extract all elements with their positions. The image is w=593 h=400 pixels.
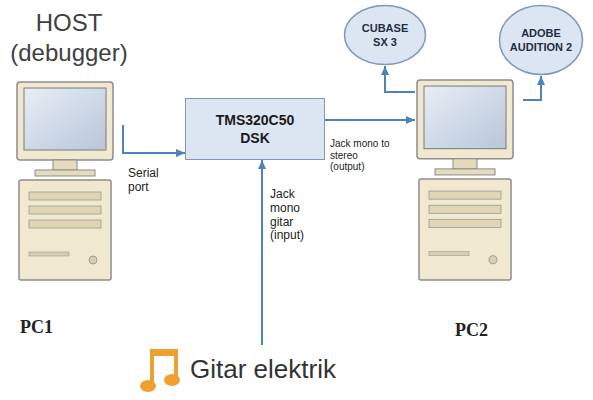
ellipse-outline xyxy=(498,4,584,76)
computer-illustration xyxy=(15,80,123,285)
host-heading: HOST (debugger) xyxy=(7,8,131,68)
guitar-label: Gitar elektrik xyxy=(190,353,336,385)
software-ellipse: ADOBE AUDITION 2 xyxy=(498,4,584,76)
ellipse-text: CUBASE SX 3 xyxy=(353,21,417,49)
box-text: TMS320C50 DSK xyxy=(211,111,299,147)
software-ellipse: CUBASE SX 3 xyxy=(343,4,427,66)
connector-arrow xyxy=(523,76,541,100)
guitar-node: Gitar elektrik xyxy=(138,345,438,395)
pc-label: PC2 xyxy=(455,320,488,341)
computer-node: HOST (debugger)PC1 xyxy=(15,80,123,285)
signal-label: Jack mono to stereo (output) xyxy=(330,138,390,173)
connector-arrow xyxy=(261,160,263,345)
connector-arrow xyxy=(385,66,415,92)
connector-arrow xyxy=(123,125,185,153)
ellipse-outline xyxy=(343,4,427,66)
signal-label: Serial port xyxy=(128,167,180,195)
pc-label: PC1 xyxy=(20,317,53,338)
computer-node: PC2 xyxy=(415,78,523,285)
computer-illustration xyxy=(415,78,523,285)
signal-label: Jack mono gitar (input) xyxy=(270,188,326,243)
connector-arrow xyxy=(325,119,415,121)
process-box: TMS320C50 DSK xyxy=(185,98,325,160)
ellipse-text: ADOBE AUDITION 2 xyxy=(508,26,574,54)
